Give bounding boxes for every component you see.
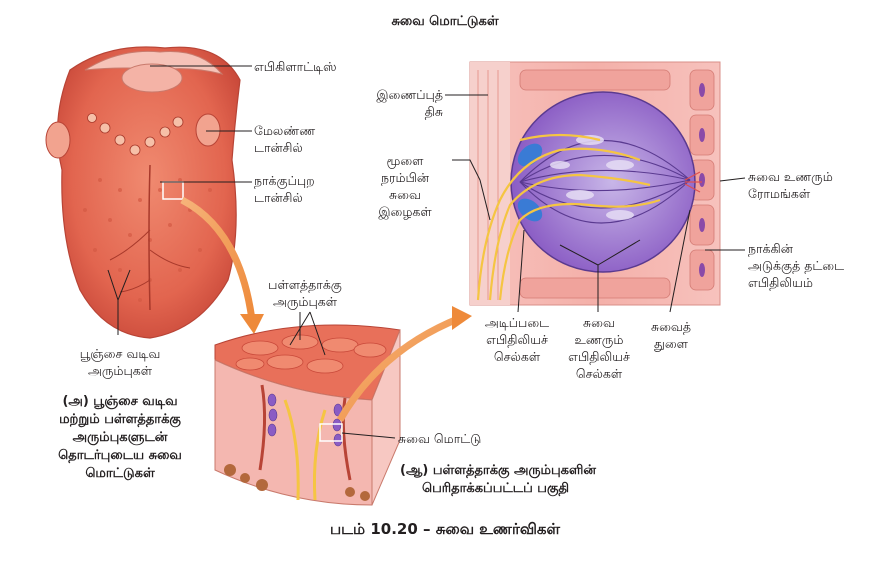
- label-line: சுவை: [583, 315, 615, 330]
- caption-line: (அ) பூஞ்சை வடிவ: [62, 394, 178, 409]
- label-epiglottis: எபிகிளாட்டிஸ்: [254, 59, 337, 74]
- label-line: சுவைத்: [650, 319, 692, 334]
- label-line: இணைப்புத்: [376, 87, 443, 102]
- caption-line: அரும்புகளுடன்: [72, 430, 168, 445]
- label-palatine-tonsil: மேலண்ண டான்சில்: [254, 122, 315, 156]
- label-line: டான்சில்: [254, 140, 303, 155]
- label-line: துளை: [654, 336, 688, 351]
- label-line: பள்ளத்தாக்கு: [268, 277, 342, 292]
- label-line: செல்கள்: [575, 366, 623, 381]
- label-line: நரம்பின்: [380, 170, 430, 185]
- magnify-arrow-2: [336, 314, 462, 422]
- caption-line: (ஆ) பள்ளத்தாக்கு அரும்புகளின்: [400, 463, 596, 478]
- papilla-block: [214, 324, 401, 506]
- sub-caption-a: (அ) பூஞ்சை வடிவ மற்றும் பள்ளத்தாக்கு அரு…: [20, 393, 220, 483]
- magnify-arrow-1: [180, 196, 256, 321]
- tongue-drawing: [45, 46, 241, 339]
- label-line: அரும்புகள்: [272, 294, 338, 309]
- taste-bud-enlargement: [469, 61, 721, 306]
- label-basal-cells: அடிப்படை எபிதிலியச் செல்கள்: [472, 314, 562, 365]
- label-taste-pore: சுவைத் துளை: [636, 318, 706, 352]
- label-line: திசு: [424, 104, 443, 119]
- label-taste-bud: சுவை மொட்டு: [398, 431, 482, 446]
- label-line: நாக்கின்: [748, 241, 793, 256]
- label-line: எபிதிலியச்: [568, 349, 630, 364]
- label-line: இழைகள்: [378, 204, 432, 219]
- label-receptor-cells: சுவை உணரும் எபிதிலியச் செல்கள்: [556, 314, 642, 382]
- figure-caption: படம் 10.20 – சுவை உணர்விகள்: [329, 520, 561, 538]
- label-line: அரும்புகள்: [87, 363, 153, 378]
- caption-line: மற்றும் பள்ளத்தாக்கு: [59, 412, 181, 427]
- label-line: பூஞ்சை வடிவ: [79, 346, 161, 361]
- label-stratified-epithelium: நாக்கின் அடுக்குத் தட்டை எபிதிலியம்: [748, 240, 844, 291]
- label-line: உணரும்: [574, 332, 624, 347]
- leader-lines: [107, 65, 746, 439]
- label-taste-hairs: சுவை உணரும் ரோமங்கள்: [748, 168, 833, 202]
- label-filiform-papillae: பூஞ்சை வடிவ அரும்புகள்: [55, 345, 185, 379]
- label-line: எபிதிலியம்: [748, 275, 813, 290]
- label-line: சுவை உணரும்: [748, 169, 833, 184]
- label-line: மேலண்ண: [254, 123, 316, 138]
- label-line: எபிதிலியச்: [486, 332, 548, 347]
- caption-line: மொட்டுகள்: [85, 466, 155, 481]
- sub-caption-b: (ஆ) பள்ளத்தாக்கு அரும்புகளின் பெரிதாக்கப…: [400, 462, 596, 498]
- label-vallate-papillae: பள்ளத்தாக்கு அரும்புகள்: [240, 276, 370, 310]
- label-line: நாக்குப்புற: [254, 173, 315, 188]
- label-line: செல்கள்: [493, 349, 541, 364]
- label-line: சுவை: [389, 187, 421, 202]
- caption-line: பெரிதாக்கப்பட்டப் பகுதி: [422, 481, 570, 496]
- label-nerve-fibers: மூளை நரம்பின் சுவை இழைகள்: [360, 152, 450, 220]
- label-connective-tissue: இணைப்புத் திசு: [345, 86, 443, 120]
- label-lingual-tonsil: நாக்குப்புற டான்சில்: [254, 172, 315, 206]
- label-line: ரோமங்கள்: [748, 186, 811, 201]
- figure-title: சுவை மொட்டுகள்: [391, 14, 499, 29]
- label-line: மூளை: [386, 153, 424, 168]
- label-line: அடிப்படை: [484, 315, 550, 330]
- label-line: டான்சில்: [254, 190, 303, 205]
- label-line: அடுக்குத் தட்டை: [748, 258, 845, 273]
- caption-line: தொடர்புடைய சுவை: [58, 448, 182, 463]
